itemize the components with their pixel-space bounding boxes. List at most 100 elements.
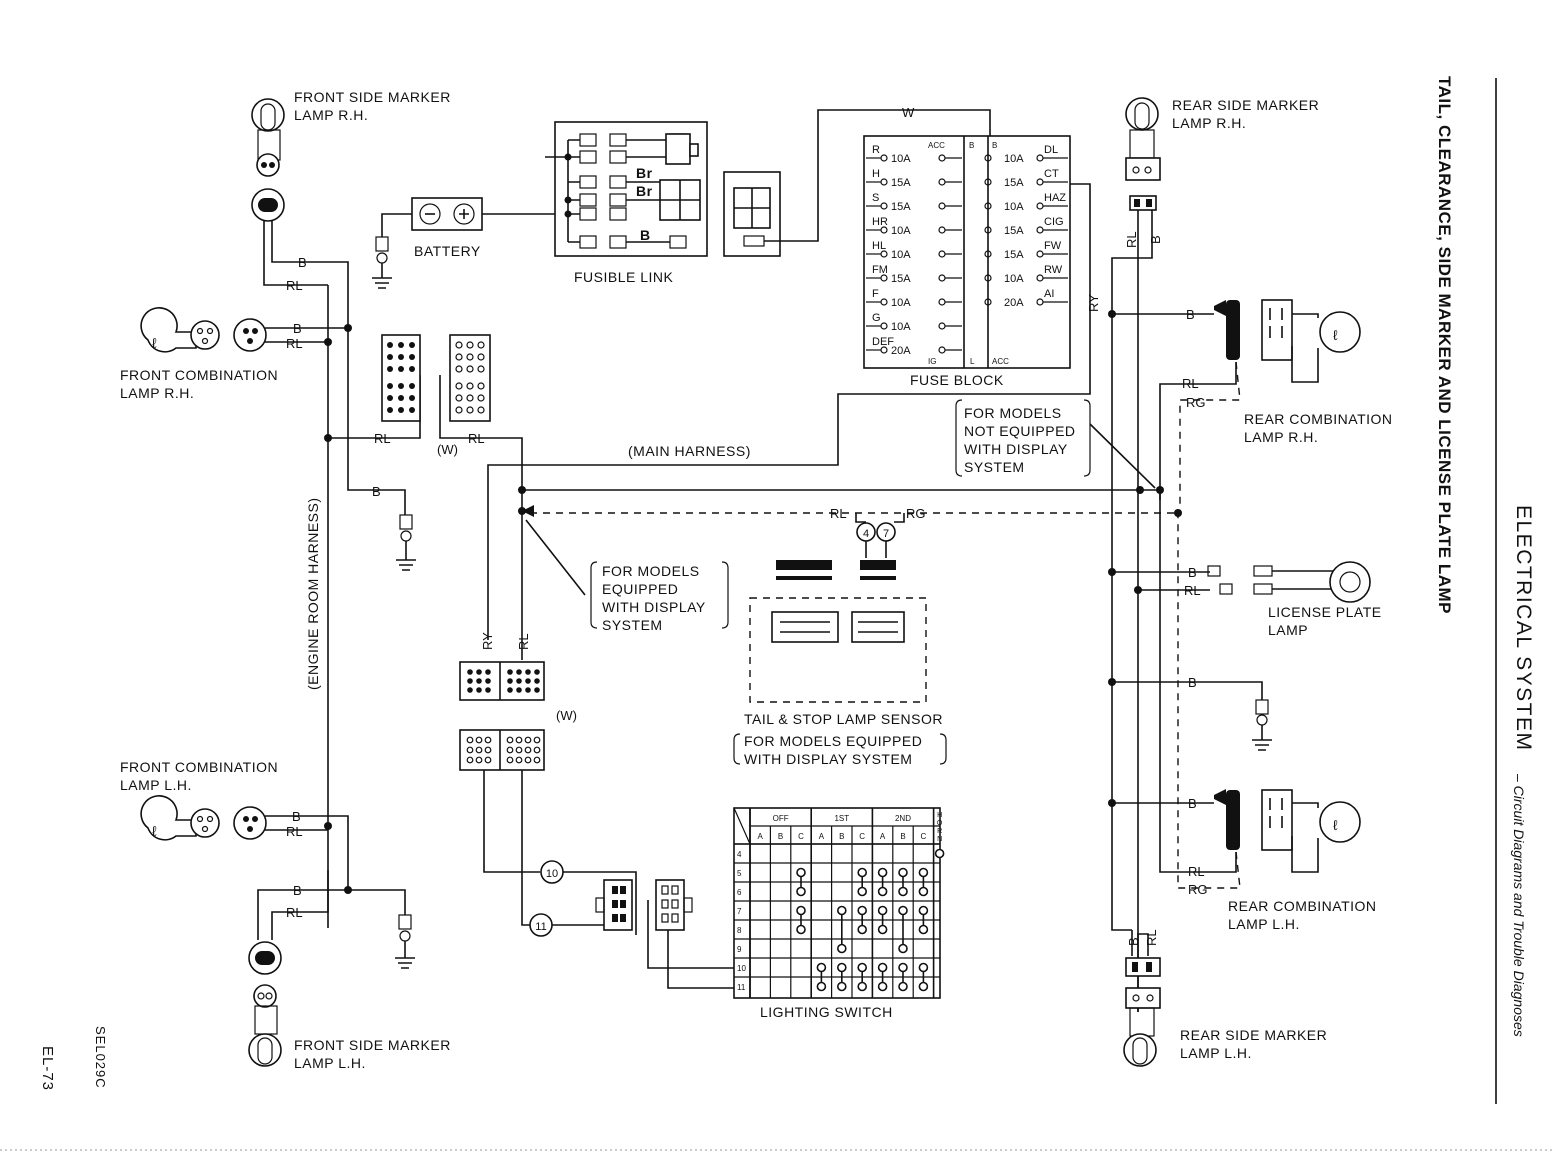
tail-stop-lamp-sensor: 4 7 <box>749 522 927 703</box>
fuse-rating: 10A <box>891 249 911 261</box>
switch-column: A <box>880 832 886 841</box>
switch-row: 4 <box>737 850 742 859</box>
switch-position: 1ST <box>834 814 849 823</box>
svg-text:B: B <box>293 321 302 336</box>
connector-number-10: 10 <box>546 868 558 880</box>
connector-w-white <box>459 729 545 771</box>
fuse-code: HL <box>872 240 886 252</box>
svg-text:RL: RL <box>1124 231 1139 248</box>
fuse-code: DL <box>1044 144 1058 156</box>
svg-text:RG: RG <box>1188 882 1208 897</box>
front-side-marker-lh-lamp <box>248 941 282 1067</box>
switch-column: A <box>819 832 825 841</box>
page-number: EL-73 <box>39 1046 56 1092</box>
rear-combination-rh-connector: ℓ <box>1214 299 1361 383</box>
fuse-code: G <box>872 312 881 324</box>
switch-column: C <box>798 832 804 841</box>
svg-text:B: B <box>292 809 301 824</box>
svg-text:RL: RL <box>1182 376 1199 391</box>
svg-text:RL: RL <box>1188 864 1205 879</box>
svg-text:(W): (W) <box>556 708 577 723</box>
fuse-block <box>863 135 1071 369</box>
svg-text:IG: IG <box>928 357 936 366</box>
svg-text:B: B <box>1148 235 1163 244</box>
connector-w-black <box>459 661 545 701</box>
fuse-rating: 15A <box>891 177 911 189</box>
main-harness-label: (MAIN HARNESS) <box>628 443 751 459</box>
battery-ground-icon <box>372 236 392 289</box>
fuse-rating: 20A <box>1004 297 1024 309</box>
page-title: TAIL, CLEARANCE, SIDE MARKER AND LICENSE… <box>1435 76 1454 615</box>
engine-room-harness-label: (ENGINE ROOM HARNESS) <box>305 497 321 690</box>
fusible-link-label: FUSIBLE LINK <box>574 269 674 285</box>
svg-text:RL: RL <box>468 431 485 446</box>
svg-text:ACC: ACC <box>992 357 1009 366</box>
fuse-rating: 10A <box>1004 273 1024 285</box>
fuse-code: CT <box>1044 168 1059 180</box>
svg-text:W: W <box>902 105 915 120</box>
svg-text:ℓ: ℓ <box>152 823 157 839</box>
switch-column: B <box>839 832 844 841</box>
ground-symbol-lh-icon <box>395 914 415 969</box>
section-subtitle: – Circuit Diagrams and Trouble Diagnoses <box>1511 774 1527 1037</box>
fuse-code: HAZ <box>1044 192 1066 204</box>
switch-row: 5 <box>737 869 742 878</box>
switch-row: 7 <box>737 907 742 916</box>
svg-text:B: B <box>1188 675 1197 690</box>
fuse-code: HR <box>872 216 888 228</box>
switch-position: 2ND <box>895 814 911 823</box>
harness-connector-upper <box>381 334 491 422</box>
fuse-code: FM <box>872 264 888 276</box>
svg-text:B: B <box>1188 796 1197 811</box>
wire-label-rl: RL <box>286 278 303 293</box>
fuse-rating: 15A <box>1004 177 1024 189</box>
fuse-code: CIG <box>1044 216 1064 228</box>
fuse-code: R <box>872 144 880 156</box>
battery-label: BATTERY <box>414 243 481 259</box>
svg-text:RY: RY <box>480 632 495 650</box>
fuse-rating: 15A <box>891 273 911 285</box>
svg-text:RL: RL <box>830 506 847 521</box>
fuse-rating: 10A <box>891 321 911 333</box>
svg-text:B: B <box>1126 937 1141 946</box>
svg-text:ℓ: ℓ <box>1333 327 1338 343</box>
switch-position: OFF <box>773 814 789 823</box>
svg-text:B: B <box>992 141 997 150</box>
svg-text:RG: RG <box>906 506 926 521</box>
ground-symbol-icon <box>396 514 416 571</box>
svg-text:RL: RL <box>286 824 303 839</box>
svg-text:ℓ: ℓ <box>152 335 157 351</box>
fuse-rating: 10A <box>891 153 911 165</box>
switch-column: C <box>921 832 927 841</box>
rear-ground-icon <box>1252 699 1272 751</box>
front-combination-lh-lamp: ℓ <box>140 795 267 841</box>
svg-text:RL: RL <box>1144 929 1159 946</box>
switch-row: 10 <box>737 964 746 973</box>
fuse-code: FW <box>1044 240 1062 252</box>
section-title: ELECTRICAL SYSTEM <box>1512 505 1535 752</box>
fuse-code: RW <box>1044 264 1063 276</box>
switch-column: B <box>778 832 783 841</box>
fuse-code: DEF <box>872 336 894 348</box>
fusible-link: Br Br B <box>545 121 708 257</box>
switch-column: B <box>900 832 905 841</box>
svg-text:RL: RL <box>1184 583 1201 598</box>
switch-horn-letter: R <box>937 828 942 835</box>
switch-row: 8 <box>737 926 742 935</box>
connector-number-11: 11 <box>535 921 546 933</box>
switch-horn-letter: O <box>937 820 943 827</box>
lighting-switch-connector <box>595 879 693 931</box>
fuse-code: H <box>872 168 880 180</box>
switch-horn-letter: N <box>937 836 942 843</box>
